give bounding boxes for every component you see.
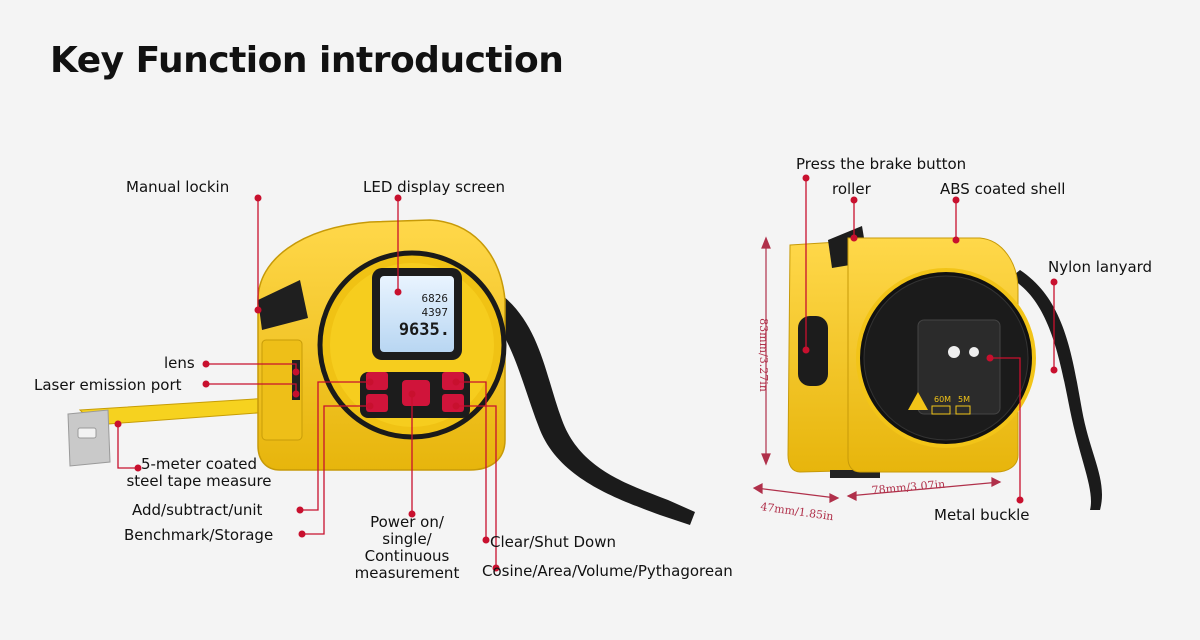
back-label-a: 60M: [934, 395, 951, 404]
dimension-lines: [752, 236, 1002, 503]
front-device: [67, 219, 695, 525]
label-cosine: Cosine/Area/Volume/Pythagorean: [482, 562, 733, 580]
label-benchmark: Benchmark/Storage: [124, 526, 274, 544]
brake-button: [798, 316, 828, 386]
label-metal-buckle: Metal buckle: [934, 506, 1030, 524]
label-laser-port: Laser emission port: [34, 376, 182, 394]
label-power-line3: Continuous: [364, 547, 450, 565]
label-tape: 5-meter coated steel tape measure: [124, 456, 274, 490]
leader-dots: [114, 174, 1058, 572]
back-device: 60M 5M: [787, 226, 1103, 510]
depth-dimension: 47mm/1.85in: [760, 500, 835, 523]
label-led-display: LED display screen: [363, 178, 506, 196]
label-tape-line1: 5-meter coated: [140, 455, 258, 473]
back-lanyard: [1010, 270, 1103, 510]
width-dimension: 78mm/3.07in: [871, 478, 946, 497]
label-power-line1: Power on/: [370, 513, 444, 531]
btn-add: [366, 372, 388, 390]
label-clear: Clear/Shut Down: [490, 533, 616, 551]
lcd-line-2: 4397: [421, 306, 449, 319]
label-power: Power on/ single/ Continuous measurement: [344, 514, 470, 582]
lcd-readout: 6826 4397 9635.: [382, 280, 452, 350]
btn-power: [402, 380, 430, 406]
height-dimension: 83mm/3.27in: [757, 318, 770, 392]
manual-lock: [258, 280, 308, 330]
page-title: Key Function introduction: [50, 40, 564, 81]
leader-lines: [117, 178, 1055, 568]
btn-cosine: [442, 394, 464, 412]
front-lanyard: [470, 290, 695, 525]
label-power-line2: single/: [382, 530, 432, 548]
label-roller: roller: [832, 180, 871, 198]
label-tape-line2: steel tape measure: [126, 472, 272, 490]
label-abs-shell: ABS coated shell: [940, 180, 1066, 198]
label-add-subtract: Add/subtract/unit: [132, 501, 263, 519]
label-nylon-lanyard: Nylon lanyard: [1048, 258, 1153, 276]
label-lens: lens: [164, 354, 195, 372]
label-manual-lock: Manual lockin: [126, 178, 230, 196]
lcd-line-3: 9635.: [398, 320, 450, 340]
back-label-b: 5M: [958, 395, 970, 404]
label-brake: Press the brake button: [796, 155, 967, 173]
lcd-line-1: 6826: [421, 292, 449, 305]
label-power-line4: measurement: [354, 564, 460, 582]
